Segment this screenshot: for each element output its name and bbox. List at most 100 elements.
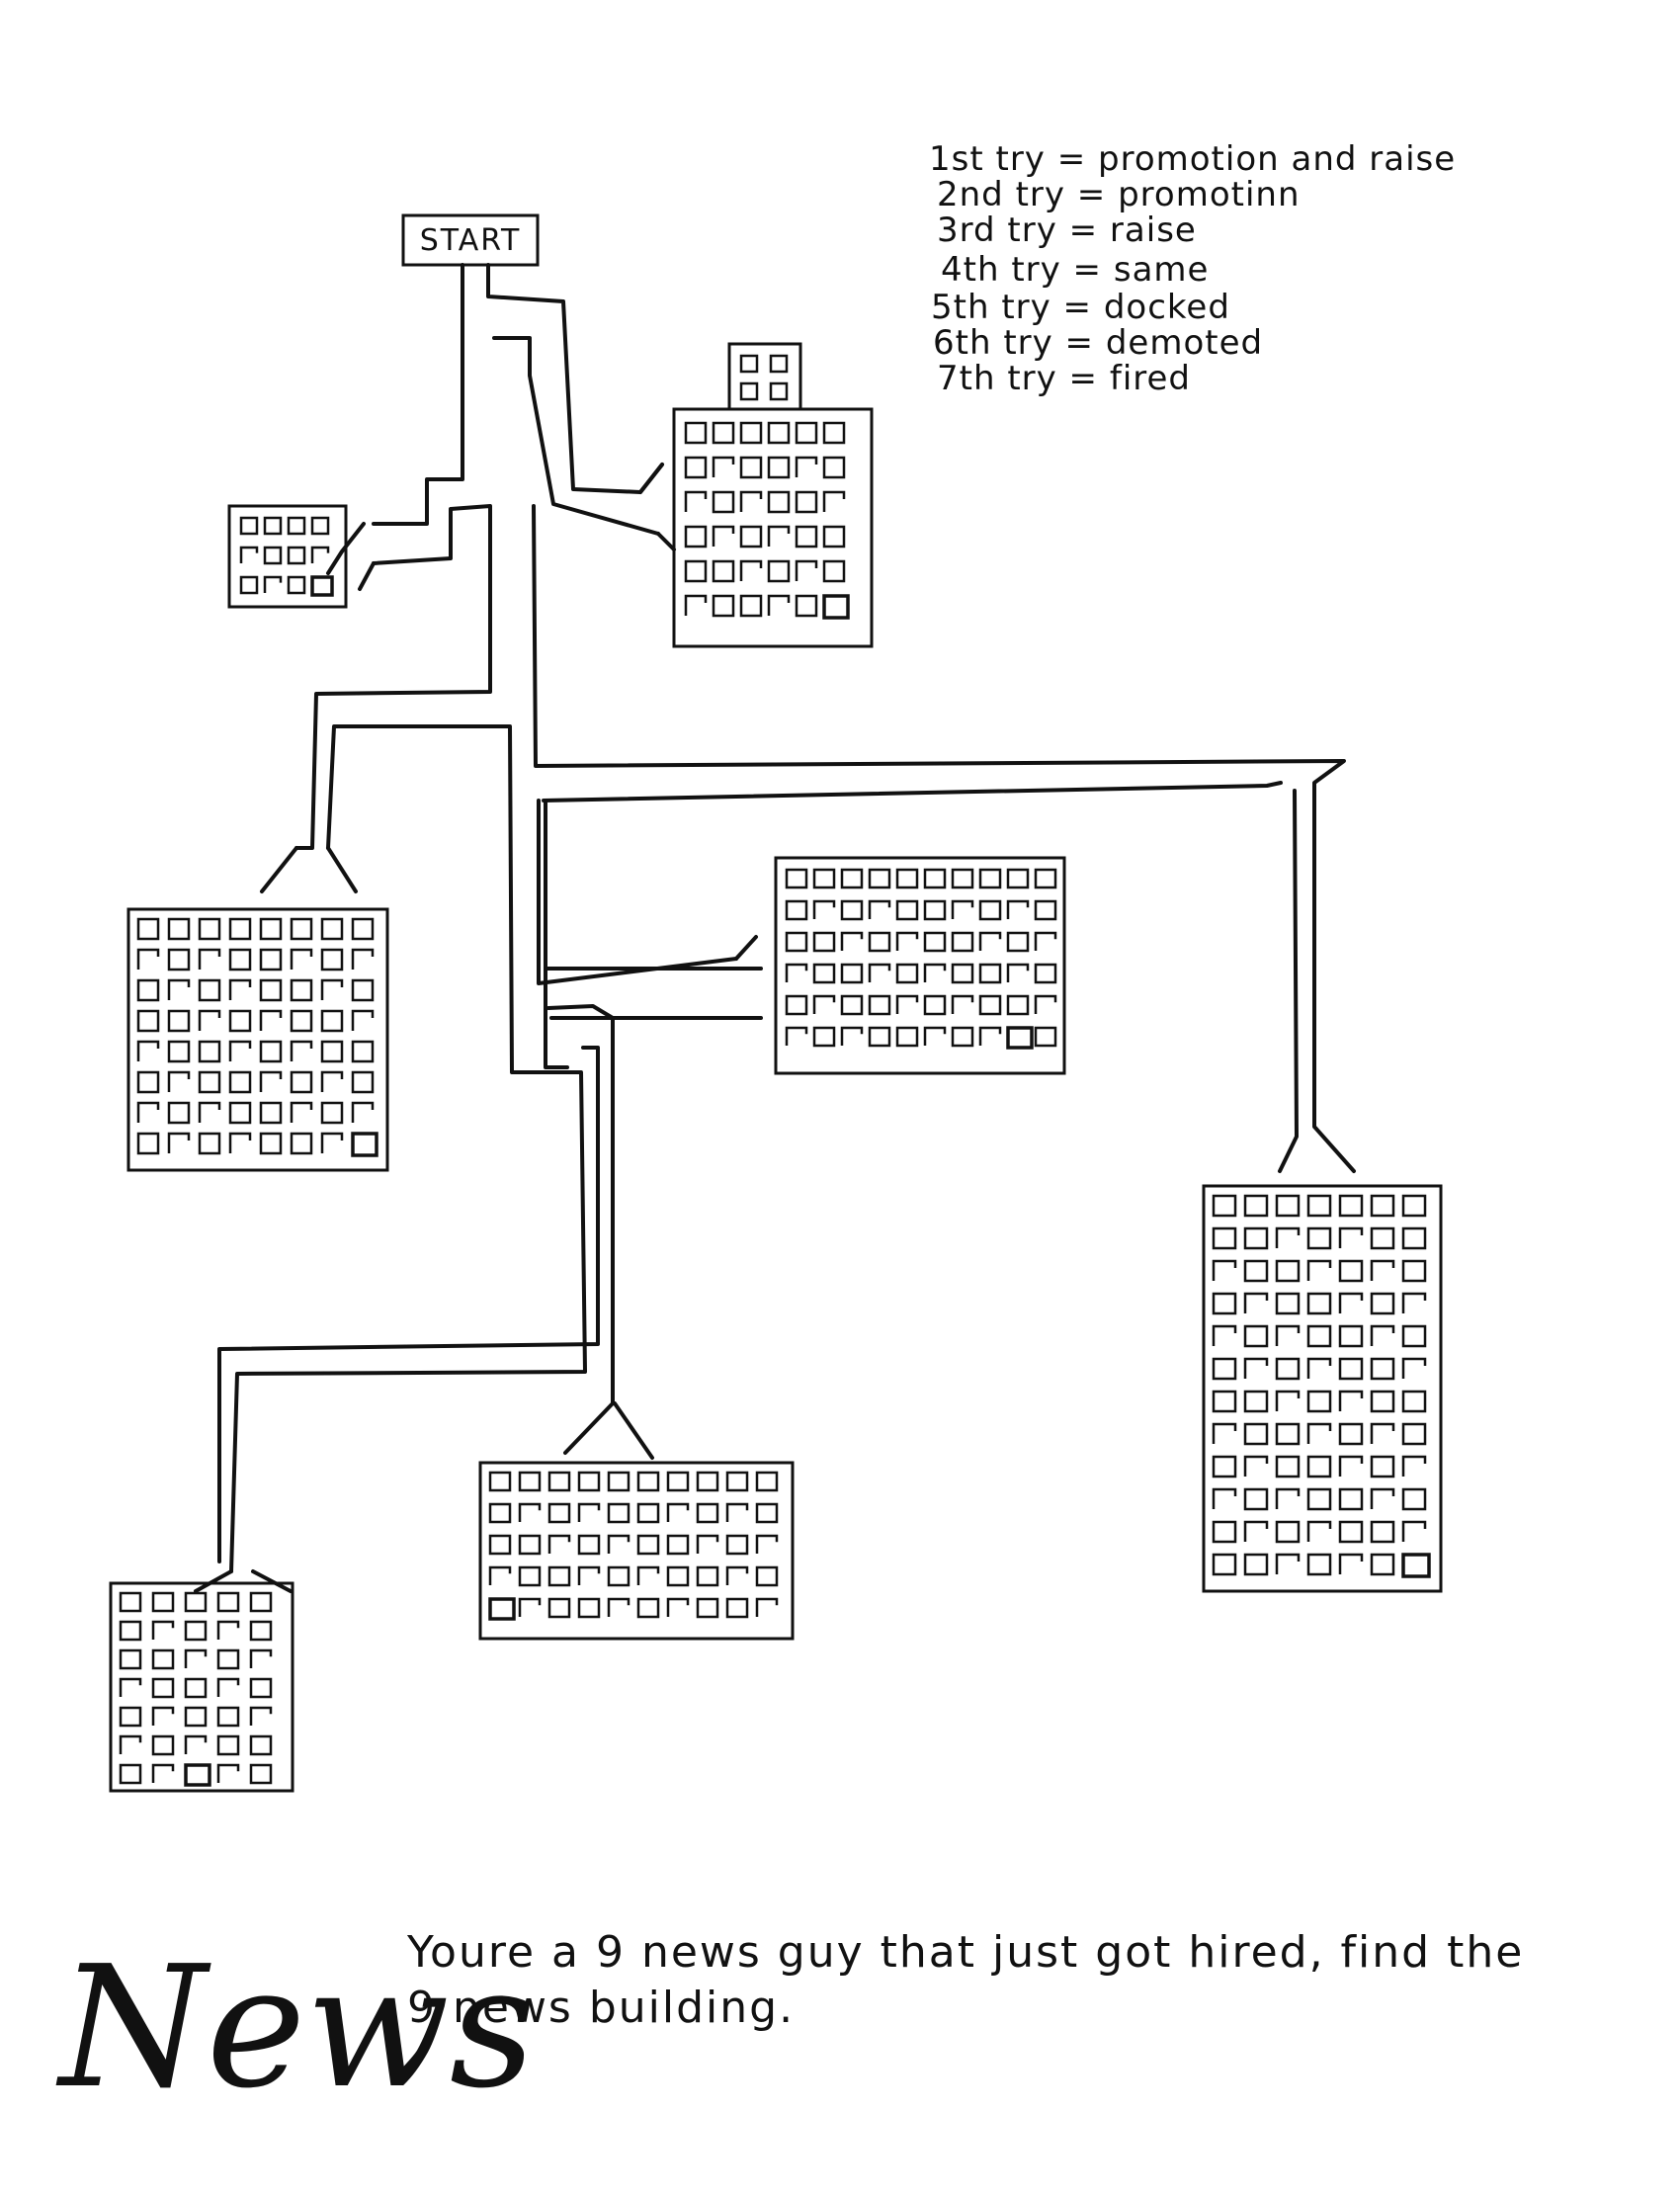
- window-mark: [868, 963, 891, 982]
- window-mark: [666, 1471, 690, 1492]
- window-mark: [725, 1565, 749, 1585]
- window-mark: [696, 1534, 719, 1554]
- window-mark: [923, 868, 947, 889]
- window-mark: [320, 917, 344, 941]
- window-mark: [518, 1565, 542, 1587]
- window-mark: [739, 490, 763, 512]
- start-box[interactable]: START: [401, 213, 540, 267]
- window-mark: [249, 1677, 273, 1699]
- window-mark: [119, 1591, 142, 1613]
- window-mark: [822, 421, 846, 445]
- building-top-right[interactable]: [672, 342, 874, 648]
- window-mark: [263, 575, 283, 593]
- window-mark: [1006, 899, 1030, 919]
- window-mark: [1370, 1357, 1395, 1381]
- window-mark: [951, 963, 974, 984]
- window-mark: [822, 559, 846, 583]
- window-mark: [636, 1597, 660, 1619]
- window-mark: [320, 1132, 344, 1153]
- window-mark: [895, 963, 919, 984]
- window-mark: [978, 1026, 1002, 1046]
- window-mark: [1212, 1520, 1237, 1544]
- window-mark: [1338, 1455, 1364, 1477]
- building-mid-left[interactable]: [126, 907, 389, 1172]
- window-mark: [951, 994, 974, 1014]
- window-mark: [119, 1620, 142, 1642]
- window-mark: [1034, 963, 1057, 984]
- window-mark: [684, 594, 708, 616]
- window-mark: [351, 978, 375, 1002]
- window-mark: [696, 1565, 719, 1587]
- window-mark: [822, 594, 850, 620]
- legend-line-7: 7th try = fired: [937, 359, 1191, 398]
- window-mark: [151, 1734, 175, 1756]
- window-mark: [1212, 1259, 1237, 1281]
- window-mark: [167, 978, 191, 1000]
- window-mark: [351, 1040, 375, 1063]
- window-mark: [249, 1591, 273, 1613]
- window-mark: [184, 1677, 208, 1699]
- window-mark: [351, 1132, 378, 1157]
- window-mark: [1401, 1553, 1431, 1578]
- window-mark: [518, 1471, 542, 1492]
- window-mark: [666, 1597, 690, 1617]
- window-mark: [1243, 1553, 1269, 1576]
- window-mark: [167, 948, 191, 971]
- window-mark: [1034, 931, 1057, 951]
- window-mark: [577, 1471, 601, 1492]
- window-mark: [136, 1070, 160, 1094]
- window-mark: [1306, 1455, 1332, 1478]
- window-mark: [151, 1591, 175, 1613]
- window-mark: [1212, 1422, 1237, 1444]
- window-mark: [812, 963, 836, 984]
- building-small-left[interactable]: [227, 504, 348, 609]
- window-mark: [239, 546, 259, 563]
- window-mark: [1275, 1553, 1301, 1574]
- window-mark: [151, 1763, 175, 1783]
- window-mark: [739, 421, 763, 445]
- window-mark: [1338, 1422, 1364, 1446]
- window-mark: [119, 1734, 142, 1754]
- building-center[interactable]: [774, 856, 1066, 1075]
- window-mark: [239, 516, 259, 536]
- window-mark: [259, 917, 283, 941]
- window-mark: [840, 931, 864, 951]
- window-mark: [136, 978, 160, 1002]
- window-mark: [868, 1026, 891, 1048]
- window-mark: [895, 899, 919, 921]
- window-mark: [198, 948, 221, 970]
- window-mark: [785, 868, 808, 889]
- window-mark: [795, 559, 818, 581]
- window-mark: [290, 978, 313, 1002]
- window-mark: [488, 1471, 512, 1492]
- building-lower-center[interactable]: [478, 1461, 795, 1641]
- window-mark: [547, 1565, 571, 1587]
- window-mark: [636, 1502, 660, 1524]
- window-mark: [840, 899, 864, 921]
- news-logo: News: [55, 1930, 536, 2126]
- building-tall-right[interactable]: [1202, 1184, 1443, 1593]
- window-mark: [1306, 1422, 1332, 1444]
- legend-line-5: 5th try = docked: [931, 288, 1230, 327]
- window-mark: [310, 575, 334, 597]
- window-mark: [895, 994, 919, 1014]
- window-mark: [739, 525, 763, 549]
- window-mark: [320, 1101, 344, 1125]
- window-mark: [822, 456, 846, 479]
- building-bottom-left[interactable]: [109, 1581, 294, 1793]
- window-mark: [951, 868, 974, 889]
- window-mark: [488, 1597, 516, 1621]
- window-mark: [739, 594, 763, 618]
- window-mark: [290, 1101, 313, 1123]
- window-mark: [812, 1026, 836, 1048]
- window-mark: [184, 1763, 211, 1787]
- window-mark: [1243, 1324, 1269, 1348]
- window-mark: [228, 978, 252, 1000]
- window-mark: [1275, 1259, 1301, 1283]
- window-mark: [923, 994, 947, 1016]
- window-mark: [290, 917, 313, 941]
- window-mark: [868, 931, 891, 953]
- window-mark: [767, 421, 791, 445]
- window-mark: [725, 1471, 749, 1492]
- window-mark: [767, 490, 791, 514]
